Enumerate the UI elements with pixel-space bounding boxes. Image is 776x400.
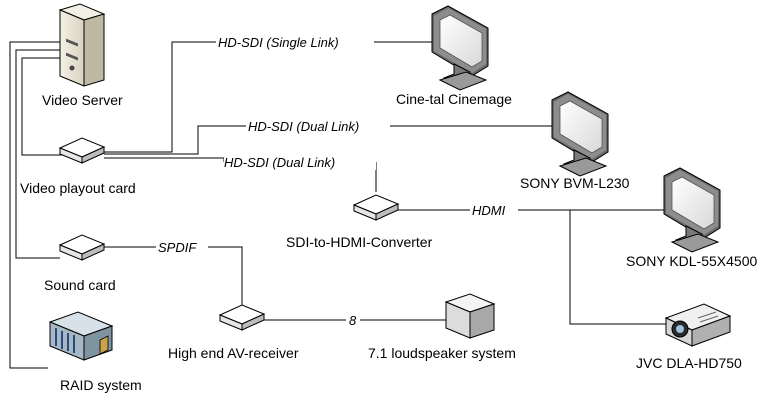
sony-bvm-label: SONY BVM-L230 xyxy=(520,175,630,191)
raid-system-label: RAID system xyxy=(60,377,142,393)
sony-bvm-monitor: SONY BVM-L230 xyxy=(520,91,630,191)
sony-kdl-monitor: SONY KDL-55X4500 xyxy=(626,167,757,269)
flat-box-icon xyxy=(353,194,399,221)
link-spdif: SPDIF xyxy=(158,240,197,255)
av-receiver-label: High end AV-receiver xyxy=(168,345,299,361)
sdi-hdmi-converter-label: SDI-to-HDMI-Converter xyxy=(286,234,433,250)
flat-box-icon xyxy=(59,137,105,164)
link-speaker-channels: 8 xyxy=(349,313,357,328)
link-hdmi: HDMI xyxy=(472,203,506,218)
flat-box-icon xyxy=(219,304,265,331)
video-playout-card-label: Video playout card xyxy=(20,180,136,196)
speaker-box-icon xyxy=(444,293,496,339)
wires xyxy=(9,41,666,369)
video-server: Video Server xyxy=(42,3,123,108)
loudspeaker-system: 7.1 loudspeaker system xyxy=(368,293,516,361)
raid-system: RAID system xyxy=(48,311,142,393)
flat-box-icon xyxy=(59,234,105,261)
monitor-icon xyxy=(551,91,609,177)
video-server-label: Video Server xyxy=(42,92,123,108)
cinemage-label: Cine-tal Cinemage xyxy=(396,91,512,107)
sound-card: Sound card xyxy=(44,234,116,293)
link-hdsdi-dual-2: HD-SDI (Dual Link) xyxy=(224,155,335,170)
sound-card-label: Sound card xyxy=(44,277,116,293)
tower-server-icon xyxy=(58,3,106,87)
link-hdsdi-dual-1: HD-SDI (Dual Link) xyxy=(248,119,359,134)
jvc-projector: JVC DLA-HD750 xyxy=(636,303,742,371)
jvc-projector-label: JVC DLA-HD750 xyxy=(636,355,742,371)
loudspeaker-label: 7.1 loudspeaker system xyxy=(368,345,516,361)
projector-icon xyxy=(664,303,732,347)
raid-enclosure-icon xyxy=(48,311,114,361)
monitor-icon xyxy=(431,5,489,91)
sony-kdl-label: SONY KDL-55X4500 xyxy=(626,253,757,269)
av-receiver: High end AV-receiver xyxy=(168,304,299,361)
video-playout-card: Video playout card xyxy=(20,137,136,196)
link-labels: HD-SDI (Single Link) HD-SDI (Dual Link) … xyxy=(158,34,506,328)
sdi-hdmi-converter: SDI-to-HDMI-Converter xyxy=(286,194,433,250)
link-hdsdi-single: HD-SDI (Single Link) xyxy=(218,35,339,50)
monitor-icon xyxy=(663,167,721,253)
cinemage-monitor: Cine-tal Cinemage xyxy=(396,5,512,107)
